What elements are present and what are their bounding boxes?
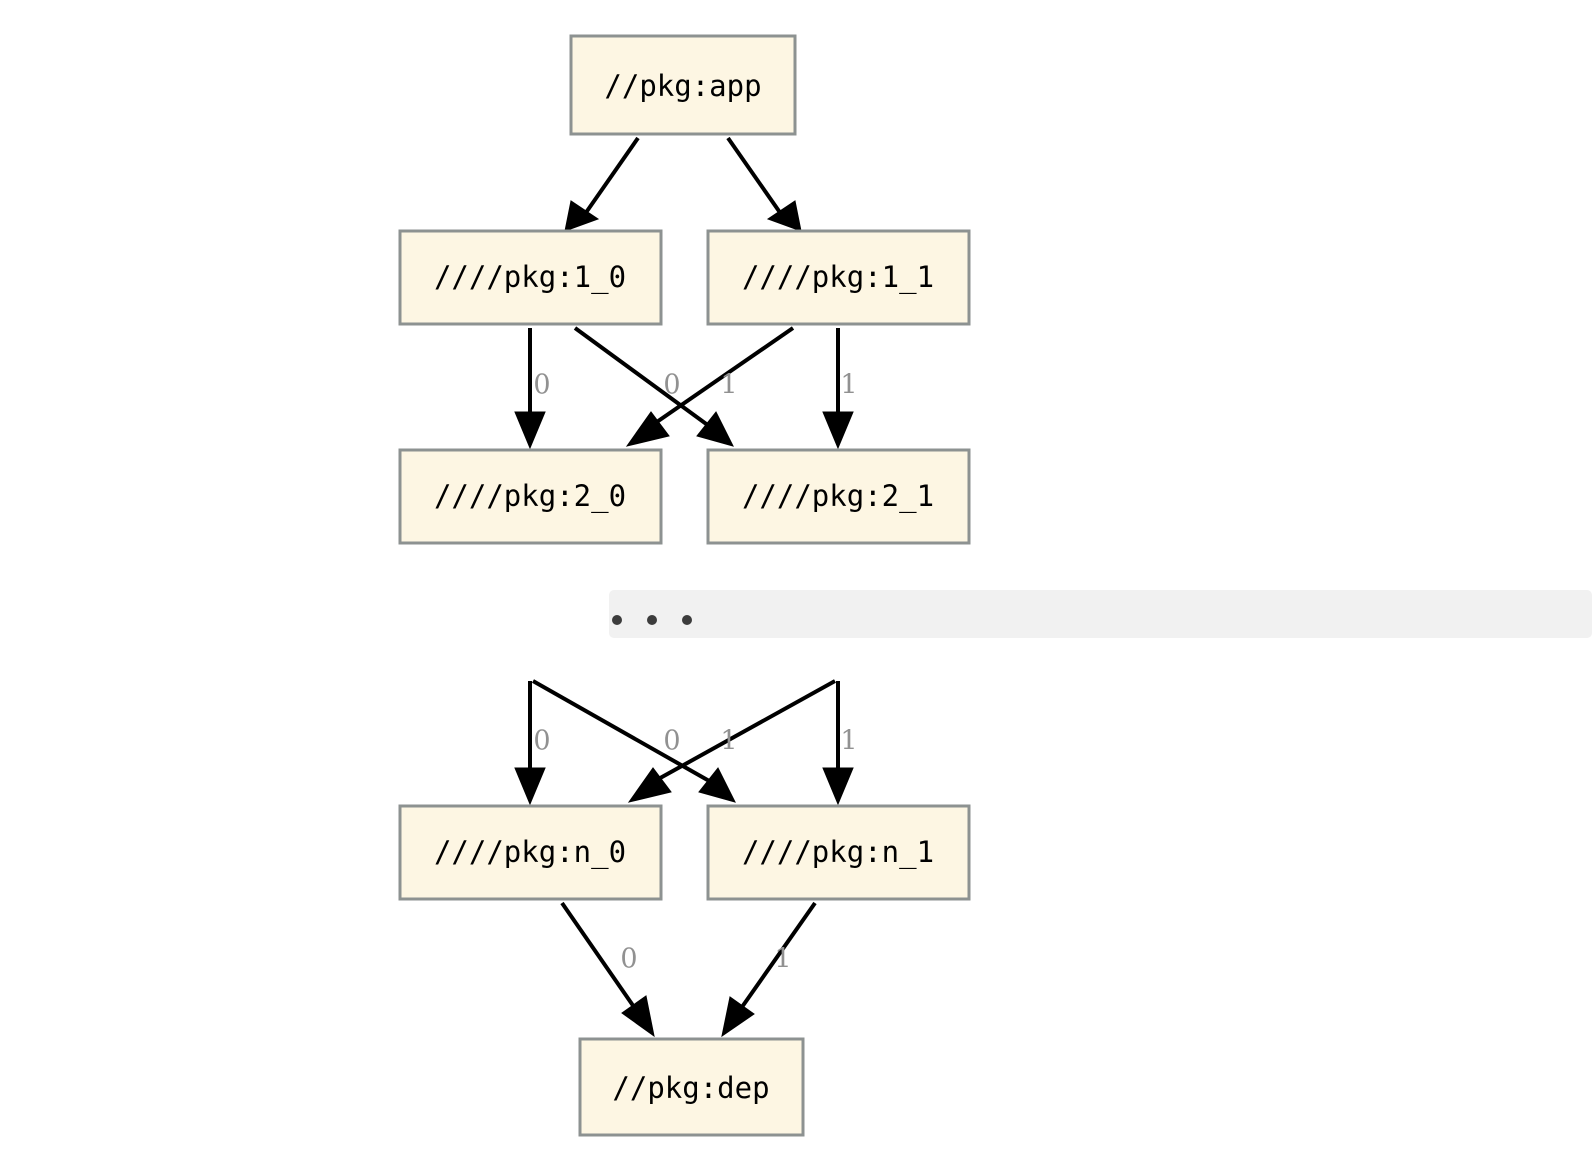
edge-label: 0 [533,726,550,757]
edge-label: 0 [533,370,550,401]
edge-label: 1 [840,726,857,757]
edge-app-to-1_1 [726,136,802,232]
ellipsis-dot-2 [647,615,657,625]
node-label: ////pkg:2_1 [742,479,934,514]
node-pkg-1_0[interactable]: ////pkg:1_0 [398,229,663,326]
edge-n_1-to-dep: 1 [721,901,817,1038]
edge-1_0-to-2_1: 0 [573,326,734,447]
edge-1_1-to-2_0: 1 [625,326,795,447]
node-label: ////pkg:2_0 [434,479,626,514]
edge-label: 0 [620,944,637,975]
node-pkg-2_0[interactable]: ////pkg:2_0 [398,448,663,545]
node-app[interactable]: //pkg:app [569,34,797,136]
node-pkg-1_1[interactable]: ////pkg:1_1 [706,229,971,326]
node-label: //pkg:app [604,69,761,103]
edge-dangling-to-n_0-label1: 1 [627,679,836,803]
edge-n_0-to-dep: 0 [560,901,655,1038]
node-label: //pkg:dep [612,1071,769,1105]
edge-label: 1 [720,370,737,401]
edge-dangling-to-n_1-label1: 1 [822,681,858,806]
edge-label: 0 [663,726,680,757]
edge-label: 1 [774,944,791,975]
ellipsis-dot-3 [682,615,692,625]
edge-1_0-to-2_0: 0 [514,328,551,450]
ellipsis-band [609,590,1592,638]
node-pkg-n_1[interactable]: ////pkg:n_1 [706,804,971,901]
edge-label: 0 [663,370,680,401]
edge-app-to-1_0 [564,136,640,232]
node-pkg-2_1[interactable]: ////pkg:2_1 [706,448,971,545]
ellipsis-dot-1 [612,615,622,625]
node-label: ////pkg:n_1 [742,835,934,870]
node-label: ////pkg:n_0 [434,835,626,870]
node-pkg-n_0[interactable]: ////pkg:n_0 [398,804,663,901]
node-dep[interactable]: //pkg:dep [578,1037,805,1137]
edge-label: 1 [840,370,857,401]
node-label: ////pkg:1_1 [742,260,934,295]
edge-dangling-to-n_0-label0: 0 [514,681,551,806]
edge-label: 1 [720,726,737,757]
ellipsis-separator [609,590,1592,638]
node-label: ////pkg:1_0 [434,260,626,295]
edge-1_1-to-2_1: 1 [822,328,858,450]
